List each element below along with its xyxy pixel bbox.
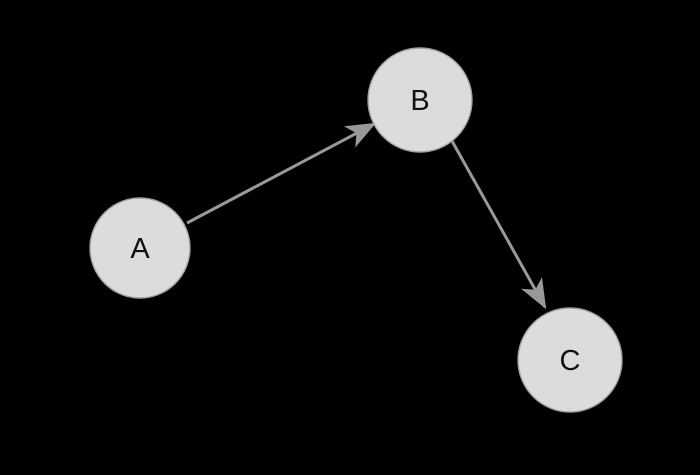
node-b-circle[interactable] (367, 47, 473, 153)
node-a[interactable]: A (89, 197, 191, 299)
node-b[interactable]: B (367, 47, 473, 153)
node-a-circle[interactable] (89, 197, 191, 299)
edge-b-to-c[interactable] (450, 140, 547, 310)
edge-group (186, 122, 547, 310)
node-group: A B C (89, 47, 623, 413)
node-c-circle[interactable] (517, 307, 623, 413)
node-c[interactable]: C (517, 307, 623, 413)
node-c-label: C (560, 345, 581, 377)
node-a-label: A (130, 233, 150, 265)
edge-a-to-b[interactable] (186, 122, 377, 225)
node-b-label: B (410, 85, 429, 117)
